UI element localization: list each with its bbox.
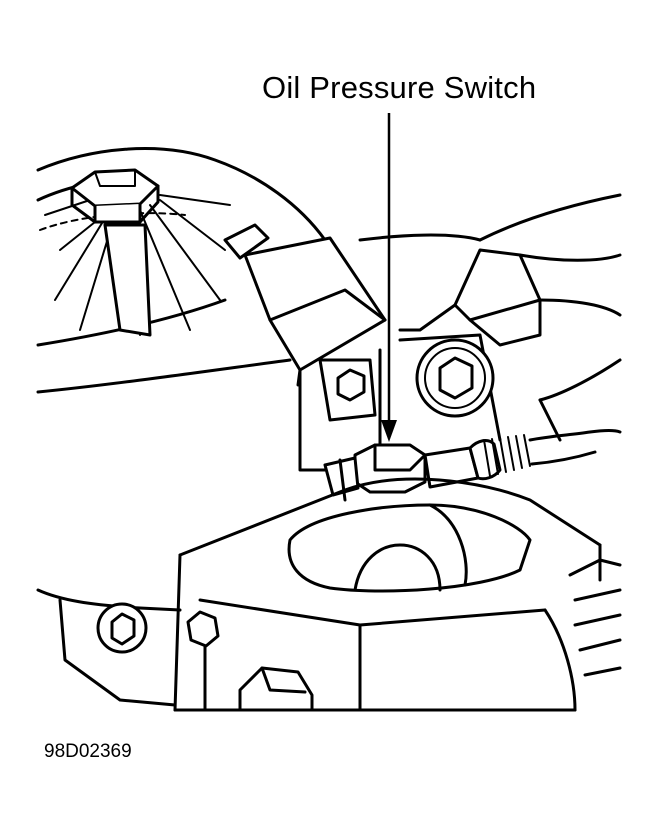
lower-bolt [36,588,182,707]
mounting-body [298,333,562,472]
bracket-arm [358,193,622,402]
hex-nut-top [70,168,160,224]
bolt-small [336,368,366,402]
figure-id: 98D02369 [44,741,132,762]
flange-bolt [186,610,220,648]
bottom-hex-block [238,666,314,712]
oil-pressure-switch [323,429,622,502]
callout-arrow [381,113,397,442]
bolt-large [415,338,495,418]
right-fins [568,558,622,677]
adapter-flange [173,477,602,712]
callout-label: Oil Pressure Switch [262,70,537,105]
